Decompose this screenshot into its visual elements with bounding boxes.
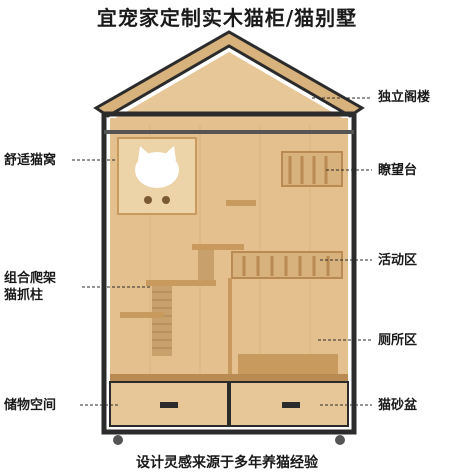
roof-gable: [112, 52, 346, 120]
storage-drawer: [109, 381, 229, 427]
label-climber-line1: 组合爬架: [4, 271, 57, 286]
label-nest: 舒适猫窝: [4, 153, 57, 168]
toilet-tray: [238, 354, 338, 374]
wheel: [335, 435, 345, 445]
label-storage: 储物空间: [4, 398, 57, 413]
scratch-post: [152, 286, 172, 356]
label-climber-line2: 猫抓柱: [4, 288, 44, 303]
label-litter: 猫砂盆: [378, 398, 418, 413]
page-title: 宜宠家定制实木猫柜/猫别墅: [96, 6, 358, 30]
label-toilet: 厕所区: [378, 333, 418, 348]
label-attic: 独立阁楼: [378, 90, 431, 105]
wheel: [113, 435, 123, 445]
label-activity: 活动区: [378, 253, 418, 268]
frame: [101, 111, 357, 435]
lookout-platform: [281, 151, 343, 187]
label-lookout: 瞭望台: [378, 163, 418, 178]
label-climber: 组合爬架 猫抓柱: [4, 270, 56, 304]
footer-caption: 设计灵感来源于多年养猫经验: [136, 455, 318, 471]
